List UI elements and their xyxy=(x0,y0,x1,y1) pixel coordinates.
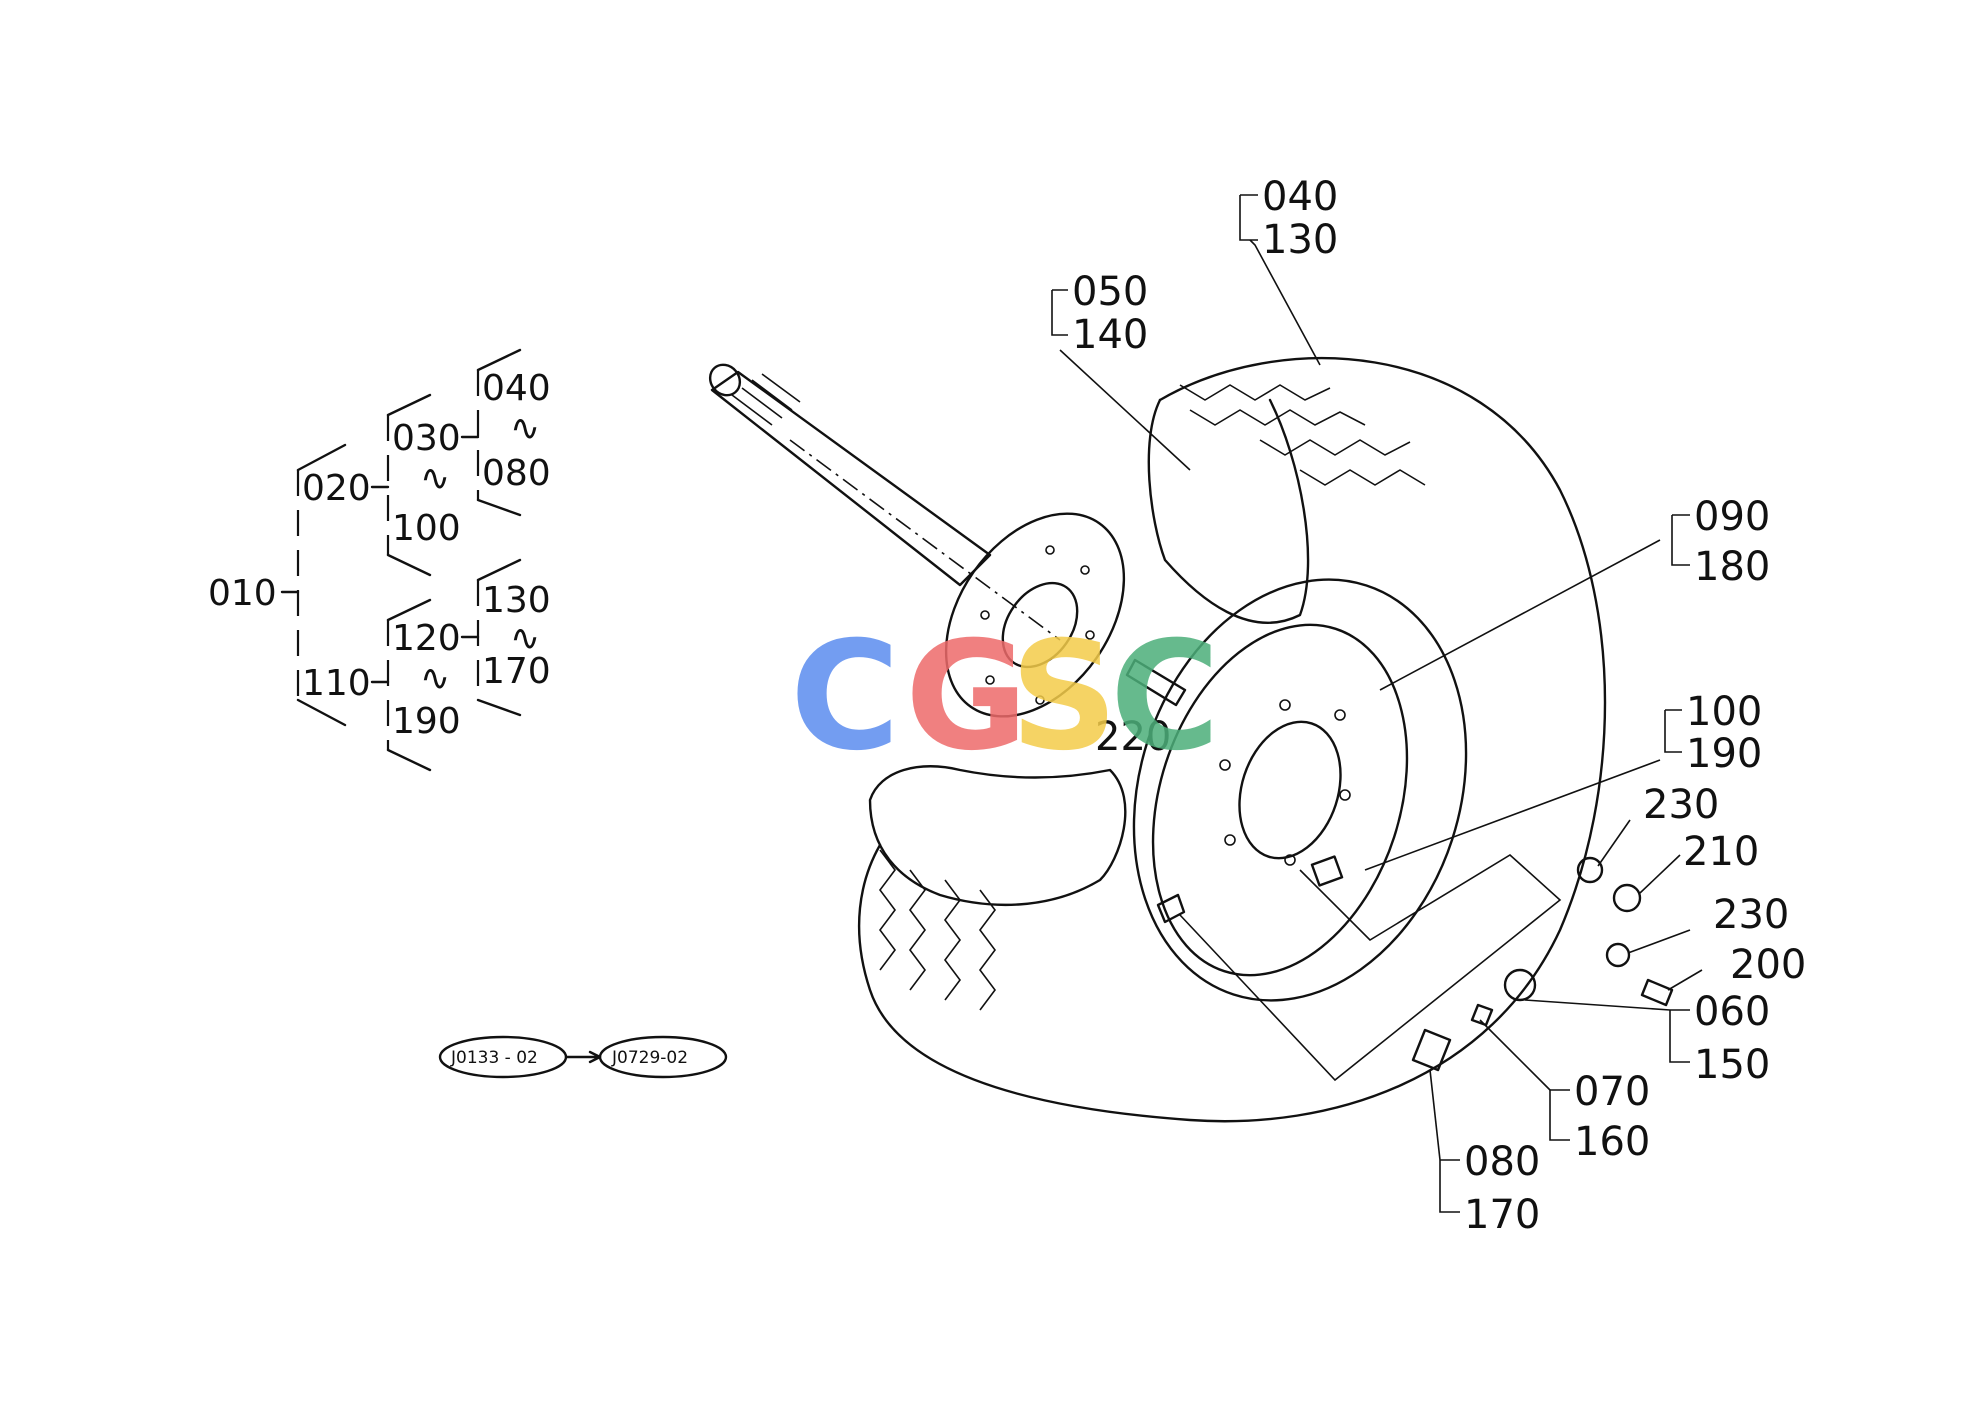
tree-node-130: 130 xyxy=(482,580,551,621)
callout-200: 200 xyxy=(1730,942,1806,988)
tree-node-040: 040 xyxy=(482,368,551,409)
callout-100: 100 xyxy=(1686,689,1762,735)
washer-230-upper xyxy=(1576,856,1604,884)
callout-bracket xyxy=(1664,709,1682,753)
callout-bracket xyxy=(1439,1159,1460,1213)
tree-node-020: 020 xyxy=(302,468,371,509)
watermark-letter: C xyxy=(790,610,900,784)
tire-lower-section xyxy=(868,765,1127,907)
tree-node-080: 080 xyxy=(482,453,551,494)
leader-lines xyxy=(1059,239,1703,1161)
callout-160: 160 xyxy=(1574,1119,1650,1165)
callout-190: 190 xyxy=(1686,731,1762,777)
callout-180: 180 xyxy=(1694,544,1770,590)
tire-outline xyxy=(857,356,1607,1123)
axle-shaft xyxy=(708,363,992,587)
tire-upper-section xyxy=(1147,398,1310,624)
tree-node-100: 100 xyxy=(392,508,461,549)
callout-220: 220 xyxy=(1095,714,1171,760)
watermark-letter: C xyxy=(1110,610,1220,784)
nut-210 xyxy=(1612,883,1642,913)
wheel-assembly xyxy=(708,239,1703,1161)
callout-130: 130 xyxy=(1262,217,1338,263)
callout-bracket xyxy=(1549,1089,1570,1141)
tree-tilde: ∿ xyxy=(510,408,540,449)
callout-090: 090 xyxy=(1694,494,1770,540)
hub-flange xyxy=(944,512,1126,718)
valve-cap-060 xyxy=(1503,968,1537,1002)
small-parts xyxy=(1411,856,1674,1072)
callout-bracket xyxy=(1051,289,1068,336)
tree-bracket-ends xyxy=(476,348,522,517)
callout-170: 170 xyxy=(1464,1192,1540,1238)
tree-tilde: ∿ xyxy=(510,618,540,659)
serial-from: J0133 - 02 xyxy=(450,1048,538,1068)
callout-140: 140 xyxy=(1072,312,1148,358)
stud-bolt xyxy=(1125,658,1187,707)
tree-node-190: 190 xyxy=(392,701,461,742)
callout-bracket xyxy=(1671,514,1690,566)
tree-node-170: 170 xyxy=(482,651,551,692)
tree-tilde: ∿ xyxy=(420,458,450,499)
callout-040: 040 xyxy=(1262,174,1338,220)
assembly-tree: 010 020 030 ∿ 100 040 ∿ 080 110 120 ∿ 19… xyxy=(208,348,551,772)
callout-210: 210 xyxy=(1683,829,1759,875)
callout-230-upper: 230 xyxy=(1643,782,1719,828)
tree-bracket-ends xyxy=(476,558,522,717)
callout-060: 060 xyxy=(1694,989,1770,1035)
tree-node-110: 110 xyxy=(302,663,371,704)
tread-pattern-upper xyxy=(1179,384,1426,486)
tree-tilde: ∿ xyxy=(420,658,450,699)
serial-arrow xyxy=(564,1050,602,1064)
callout-bracket xyxy=(1669,1009,1690,1063)
washer-230-lower xyxy=(1605,942,1631,968)
callout-050: 050 xyxy=(1072,269,1148,315)
watermark-letter: G xyxy=(905,610,1028,784)
tree-node-010: 010 xyxy=(208,573,277,614)
callout-080: 080 xyxy=(1464,1139,1540,1185)
serial-range: J0133 - 02 J0729-02 xyxy=(438,1035,728,1079)
tree-node-030: 030 xyxy=(392,418,461,459)
bolt-200 xyxy=(1640,978,1674,1007)
callout-bracket xyxy=(1239,194,1258,241)
callout-150: 150 xyxy=(1694,1042,1770,1088)
callout-070: 070 xyxy=(1574,1069,1650,1115)
rim-valve xyxy=(1156,893,1186,924)
watermark-letter: S xyxy=(1010,610,1118,784)
callout-labels: 040 130 050 140 090 180 100 190 230 210 … xyxy=(1051,174,1806,1238)
tree-bracket-ends xyxy=(386,598,432,772)
serial-to: J0729-02 xyxy=(611,1048,688,1068)
tree-bracket-ends xyxy=(296,443,347,727)
tread-pattern-lower xyxy=(879,849,996,1011)
valve-stem-080 xyxy=(1411,1028,1452,1072)
tree-bracket-ends xyxy=(386,393,432,577)
tree-node-120: 120 xyxy=(392,618,461,659)
serial-to-oval xyxy=(598,1035,728,1079)
wheel-rim xyxy=(1132,578,1468,1002)
callout-230-lower: 230 xyxy=(1713,892,1789,938)
